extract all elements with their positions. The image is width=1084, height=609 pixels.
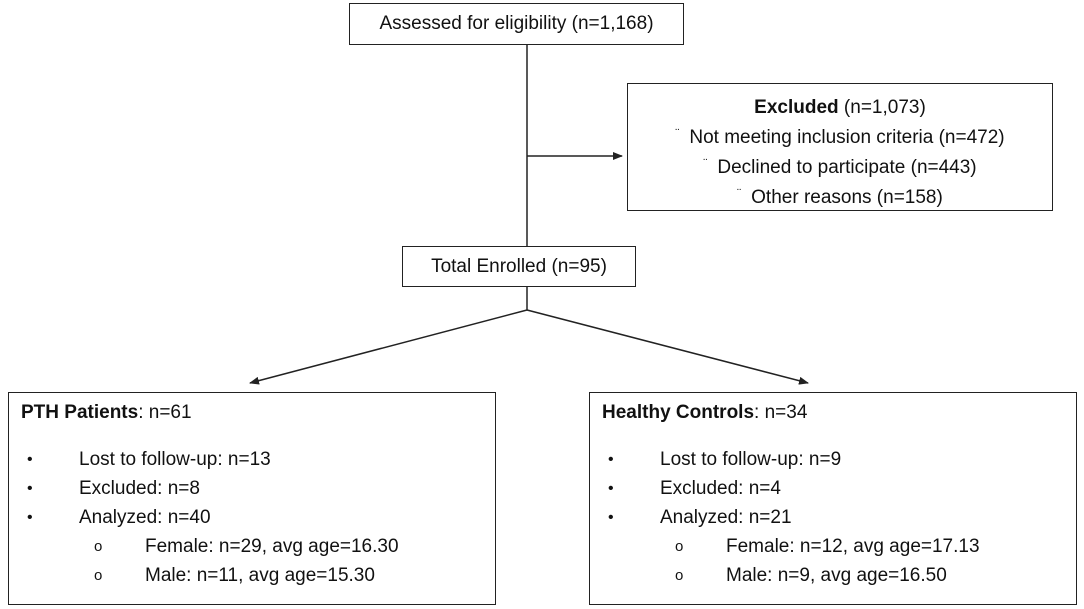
assessed-box: Assessed for eligibility (n=1,168) xyxy=(349,3,684,45)
group-title: Healthy Controls: n=34 xyxy=(602,399,1076,427)
sub-list-item: o Male: n=11, avg age=15.30 xyxy=(21,561,495,590)
excluded-reason-text: Declined to participate (n=443) xyxy=(717,157,977,178)
healthy-controls-box: Healthy Controls: n=34 • Lost to follow-… xyxy=(589,392,1077,605)
circle-bullet-icon: o xyxy=(675,567,684,584)
sub-list-item: o Male: n=9, avg age=16.50 xyxy=(602,561,1076,590)
excluded-reason: ¨ Other reasons (n=158) xyxy=(628,183,1052,213)
excluded-reason-text: Other reasons (n=158) xyxy=(751,187,943,208)
pth-patients-box: PTH Patients: n=61 • Lost to follow-up: … xyxy=(8,392,496,605)
arrow-to-pth xyxy=(249,309,528,385)
list-item: • Excluded: n=4 xyxy=(602,474,1076,503)
sub-list-item-text: Male: n=9, avg age=16.50 xyxy=(726,565,947,586)
circle-bullet-icon: o xyxy=(675,538,684,555)
bullet-mark: ¨ xyxy=(703,156,708,170)
list-item-text: Analyzed: n=40 xyxy=(79,507,211,528)
list-item: • Excluded: n=8 xyxy=(21,474,495,503)
list-item-text: Lost to follow-up: n=13 xyxy=(79,449,271,470)
excluded-count: (n=1,073) xyxy=(838,97,926,118)
bullet-mark: ¨ xyxy=(737,186,742,200)
list-item-text: Excluded: n=8 xyxy=(79,478,200,499)
assessed-label: Assessed for eligibility (n=1,168) xyxy=(379,13,654,34)
excluded-reason-text: Not meeting inclusion criteria (n=472) xyxy=(689,127,1005,148)
circle-bullet-icon: o xyxy=(94,538,103,555)
group-count: : n=61 xyxy=(138,402,192,423)
sub-list-item-text: Female: n=12, avg age=17.13 xyxy=(726,536,980,557)
excluded-heading: Excluded (n=1,073) xyxy=(628,93,1052,123)
group-title: PTH Patients: n=61 xyxy=(21,399,495,427)
group-count: : n=34 xyxy=(754,402,808,423)
excluded-reason: ¨ Declined to participate (n=443) xyxy=(628,153,1052,183)
enrolled-label: Total Enrolled (n=95) xyxy=(431,255,607,277)
excluded-title: Excluded xyxy=(754,97,839,118)
group-name: Healthy Controls xyxy=(602,402,755,423)
bullet-mark: ¨ xyxy=(675,126,680,140)
list-item-text: Analyzed: n=21 xyxy=(660,507,792,528)
sub-list-item: o Female: n=12, avg age=17.13 xyxy=(602,532,1076,561)
list-item-text: Lost to follow-up: n=9 xyxy=(660,449,842,470)
bullet-icon: • xyxy=(27,480,33,497)
excluded-box: Excluded (n=1,073) ¨ Not meeting inclusio… xyxy=(627,83,1053,211)
sub-list-item-text: Female: n=29, avg age=16.30 xyxy=(145,536,399,557)
list-item: • Lost to follow-up: n=13 xyxy=(21,445,495,474)
enrolled-box: Total Enrolled (n=95) xyxy=(402,246,636,287)
sub-list-item: o Female: n=29, avg age=16.30 xyxy=(21,532,495,561)
arrow-to-healthy xyxy=(526,309,809,385)
group-name: PTH Patients xyxy=(21,402,139,423)
bullet-icon: • xyxy=(608,451,614,468)
bullet-icon: • xyxy=(608,480,614,497)
list-item-text: Excluded: n=4 xyxy=(660,478,781,499)
excluded-reason: ¨ Not meeting inclusion criteria (n=472) xyxy=(628,123,1052,153)
bullet-icon: • xyxy=(27,509,33,526)
list-item: • Analyzed: n=40 xyxy=(21,503,495,532)
list-item: • Analyzed: n=21 xyxy=(602,503,1076,532)
bullet-icon: • xyxy=(608,509,614,526)
sub-list-item-text: Male: n=11, avg age=15.30 xyxy=(145,565,375,586)
list-item: • Lost to follow-up: n=9 xyxy=(602,445,1076,474)
bullet-icon: • xyxy=(27,451,33,468)
circle-bullet-icon: o xyxy=(94,567,103,584)
